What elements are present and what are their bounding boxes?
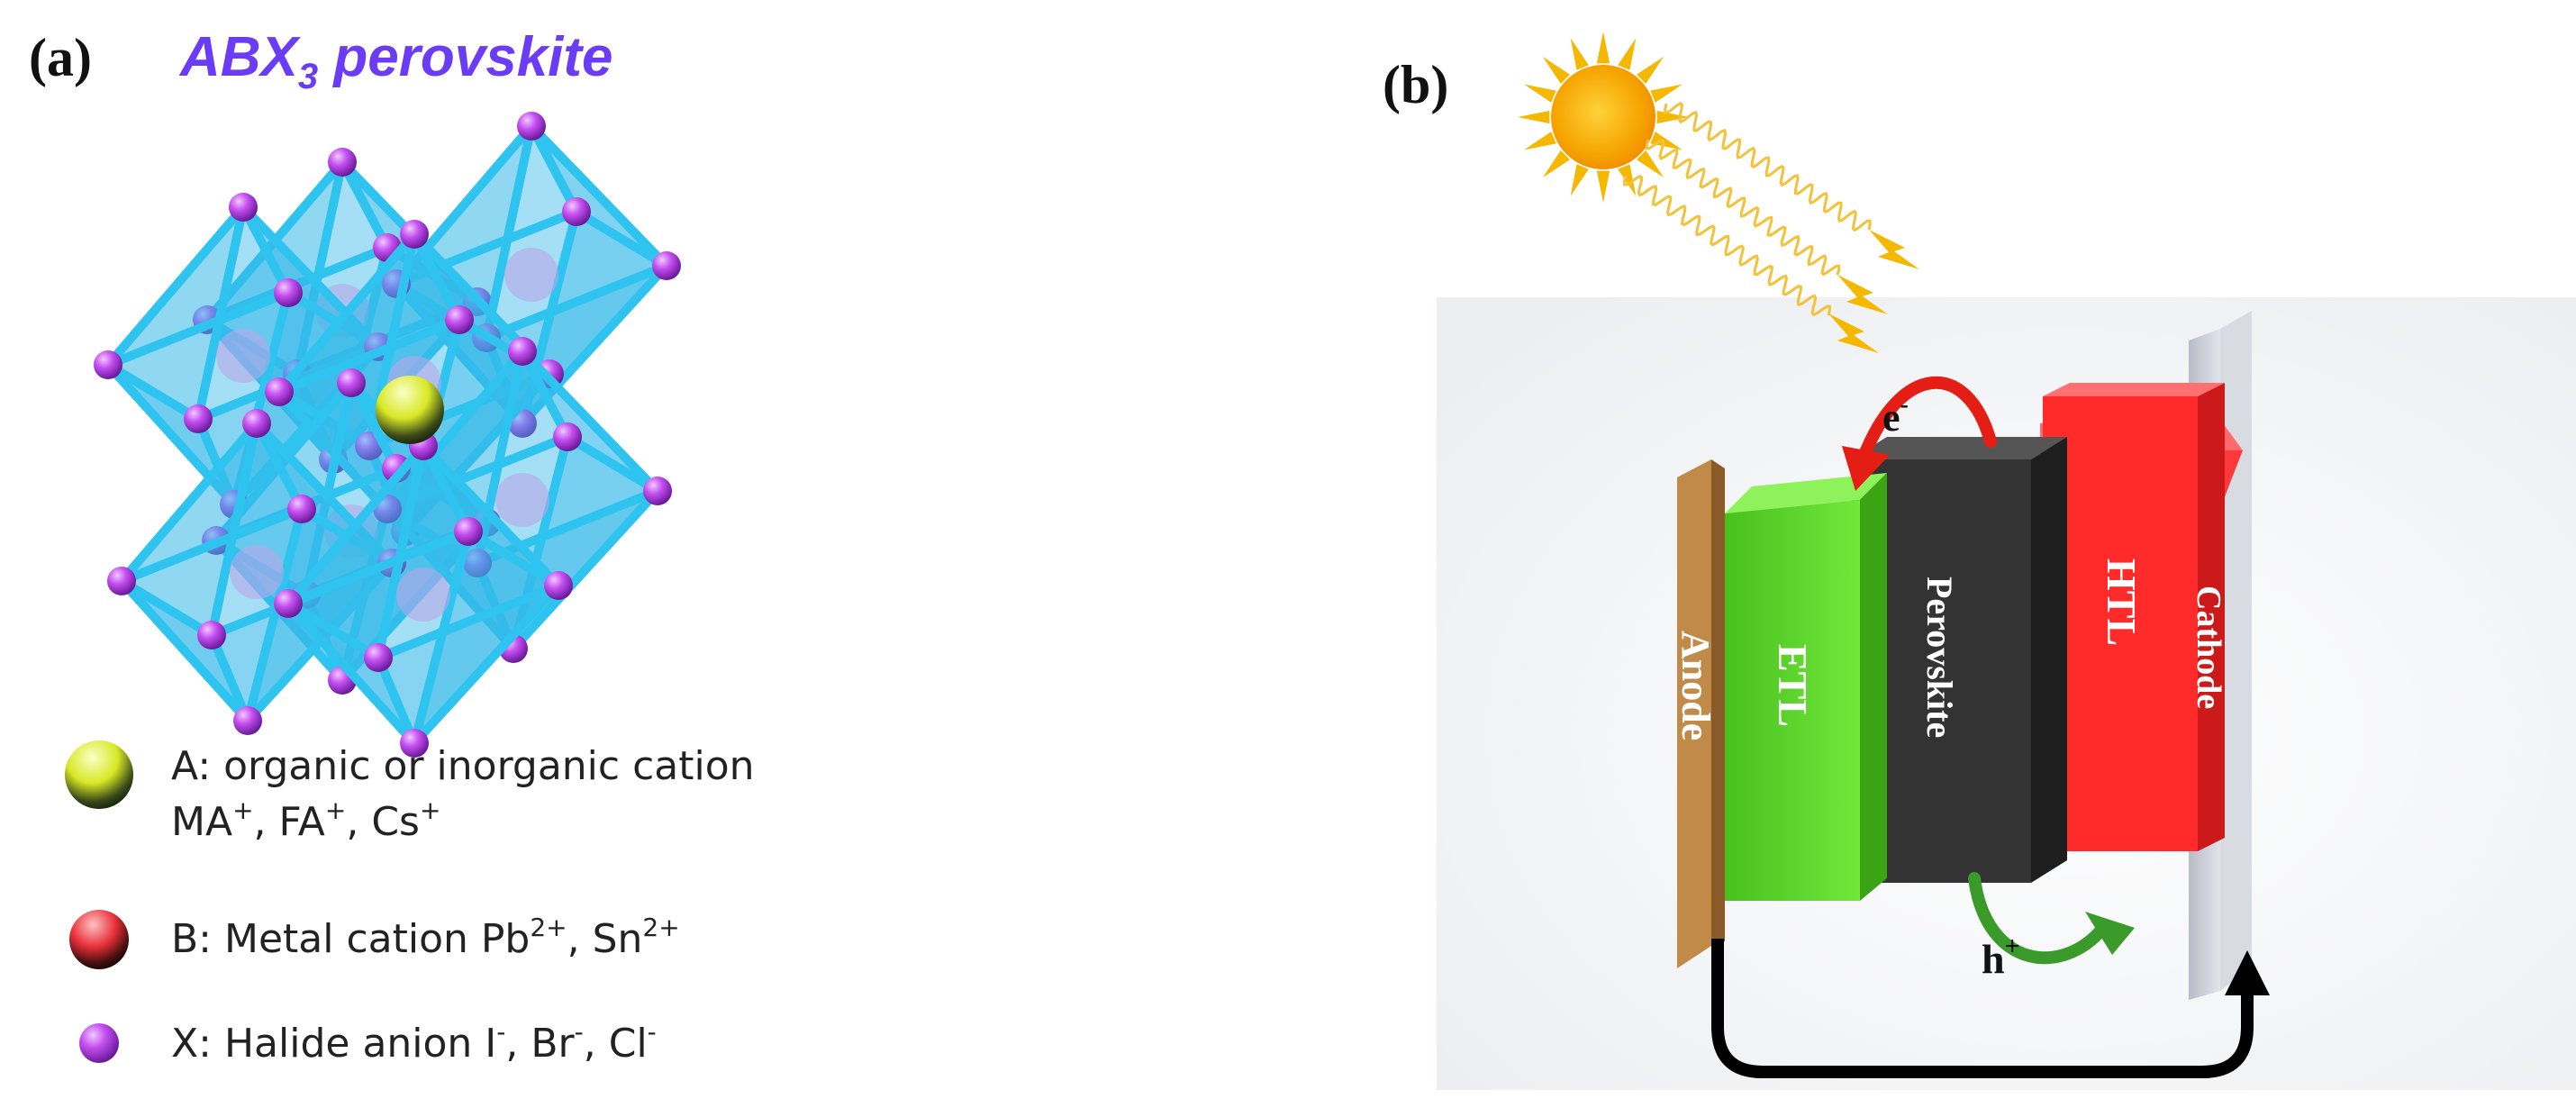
x-atom-2-5 [274,278,303,307]
x-atom-0-0 [328,148,357,177]
red-sphere-icon [69,910,129,969]
lightning-bolt-icon [1828,230,1919,353]
legend-item-b: B: Metal cation Pb2+, Sn2+ [171,913,680,963]
x-atom-6-5 [287,495,316,523]
panel-b-label: (b) [1383,55,1449,114]
x-atom-4-0 [337,368,366,397]
etl-label: ETL [1770,644,1816,727]
x-atom-7-4 [364,643,393,672]
x-atom-6-4 [197,621,226,649]
x-atom-5-5 [553,422,582,451]
x-atom-2-4 [184,404,213,433]
purple-sphere-icon [79,1023,119,1063]
a-site-cation-icon [376,376,444,444]
x-atom-2-0 [229,193,258,222]
etl-layer [1725,473,1887,901]
htl-layer [2040,383,2243,851]
x-atom-2-2 [94,350,122,379]
x-atom-1-0 [517,112,546,141]
yellow-green-sphere-icon [65,740,133,809]
x-atom-7-3 [544,571,573,600]
perovskite-label: Perovskite [1919,577,1960,738]
octahedron-7 [274,431,573,758]
x-atom-5-3 [643,477,672,505]
title-suffix: perovskite [318,26,613,88]
x-atom-3-2 [265,377,294,406]
title-subscript: 3 [297,57,319,96]
anode-layer [1677,459,1725,968]
hole-label: h+ [1982,931,2020,982]
x-atom-5-4 [463,549,492,577]
x-atom-1-5 [562,197,591,226]
panel-a-title: ABX3 perovskite [180,25,613,97]
legend-item-c: X: Halide anion I-, Br-, Cl- [171,1017,657,1067]
x-atom-5-0 [508,337,537,366]
htl-label: HTL [2099,559,2145,646]
x-atom-7-1 [400,729,429,758]
perovskite-lattice [94,112,681,758]
legend-item-a: A: organic or inorganic cation MA+, FA+,… [171,743,755,845]
anode-label: Anode [1673,631,1718,740]
x-atom-1-3 [652,251,681,280]
x-atom-6-1 [233,706,262,735]
x-atom-7-5 [454,517,483,546]
sun-icon [1518,32,1689,203]
hole-arrow-icon [1968,872,2135,965]
x-atom-3-0 [400,220,429,249]
title-prefix: ABX [180,26,298,88]
x-atom-7-2 [274,589,303,618]
panel-a-label: (a) [29,28,92,87]
electron-label: e- [1882,391,1909,440]
x-atom-6-2 [107,567,136,595]
x-atom-3-5 [445,305,474,334]
electron-arrow-icon [1842,376,1997,491]
x-atom-6-0 [242,409,271,438]
external-circuit-arrow-icon [1711,939,2270,1078]
cathode-label: Cathode [2190,586,2227,709]
light-wave-icon [1622,101,1872,317]
